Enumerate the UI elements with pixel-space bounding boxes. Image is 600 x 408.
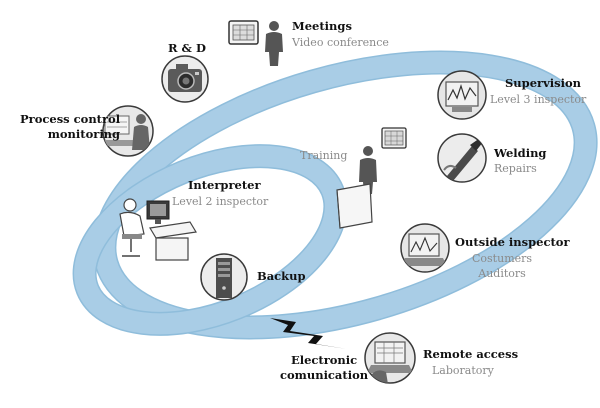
server-tower-icon [200, 253, 248, 301]
outside-inspector-subtitle: Costumers Auditors [472, 252, 533, 280]
camera-icon [161, 55, 209, 103]
welding-torch-icon [437, 133, 487, 183]
rnd-title: R & D [168, 41, 206, 55]
remote-access-title: Remote access [423, 347, 519, 361]
meetings-monitor-icon [228, 20, 259, 45]
supervision-subtitle: Level 3 inspector [490, 93, 587, 106]
lightning-bolt-icon [270, 318, 347, 349]
desk-workstation-icon [119, 198, 197, 261]
meetings-title: Meetings [292, 19, 352, 33]
interpreter-title: Interpreter [188, 178, 261, 192]
ring-loop [72, 50, 598, 340]
supervision-title: Supervision [505, 76, 582, 90]
waveform-screen-icon [437, 70, 487, 120]
welding-title: Welding [494, 146, 547, 160]
electronic-communication-title: Electronic comunication [280, 353, 369, 382]
operator-screen-icon [102, 105, 154, 157]
backup-title: Backup [257, 269, 306, 283]
welding-subtitle: Repairs [494, 162, 537, 175]
training-label: Training [300, 149, 348, 162]
presenter-icon [336, 127, 407, 229]
laptop-screen-icon [400, 223, 450, 273]
meetings-subtitle: Video conference [292, 36, 389, 49]
laptop-access-icon [364, 332, 416, 384]
outside-inspector-title: Outside inspector [455, 235, 570, 249]
interpreter-subtitle: Level 2 inspector [172, 195, 269, 208]
meetings-person-icon [265, 21, 283, 66]
remote-access-subtitle: Laboratory [432, 364, 494, 377]
process-control-title: Process control monitoring [20, 112, 121, 141]
